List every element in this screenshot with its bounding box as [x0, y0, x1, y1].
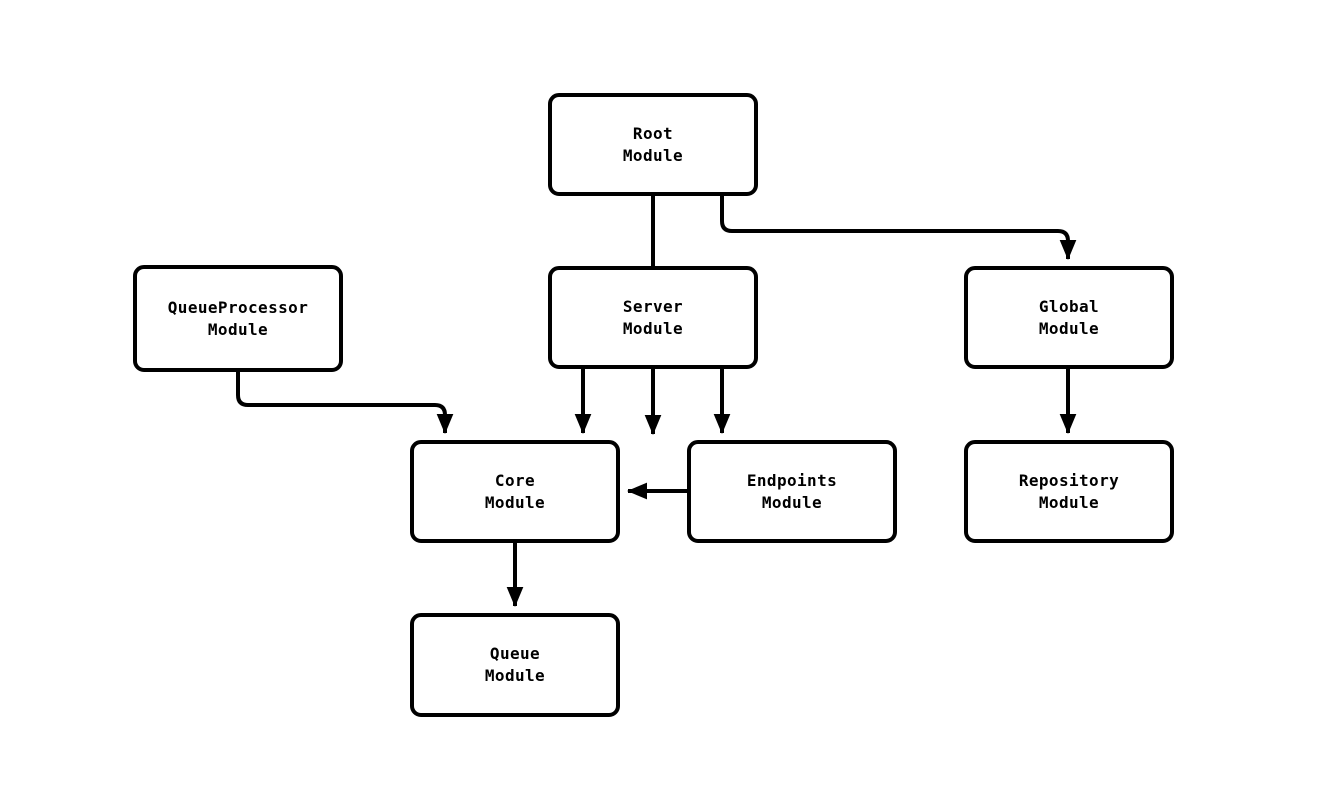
node-endpoints-module[interactable]: Endpoints Module: [687, 440, 897, 543]
node-repository-module-title: Repository: [1018, 470, 1120, 490]
edge-root-to-global: [720, 196, 1077, 261]
node-root-module[interactable]: Root Module: [548, 93, 758, 196]
node-server-module[interactable]: Server Module: [548, 266, 758, 369]
node-server-module-title: Server: [622, 296, 684, 316]
node-global-module-subtitle: Module: [1038, 318, 1100, 338]
node-global-module[interactable]: Global Module: [964, 266, 1174, 369]
node-core-module-subtitle: Module: [484, 492, 546, 512]
node-global-module-title: Global: [1038, 296, 1100, 316]
node-queue-module-subtitle: Module: [484, 666, 546, 685]
node-queue-module[interactable]: Queue Module: [410, 613, 620, 717]
node-root-module-subtitle: Module: [622, 145, 684, 165]
node-queueprocessor-module-title: QueueProcessor: [167, 297, 309, 317]
node-repository-module-subtitle: Module: [1038, 492, 1100, 512]
node-core-module-title: Core: [494, 470, 536, 490]
node-queueprocessor-module-subtitle: Module: [207, 319, 269, 339]
node-endpoints-module-title: Endpoints: [746, 470, 838, 490]
edge-queueprocessor-to-core: [236, 372, 454, 435]
node-queueprocessor-module[interactable]: QueueProcessor Module: [133, 265, 343, 372]
node-core-module[interactable]: Core Module: [410, 440, 620, 543]
node-queue-module-title: Queue: [489, 644, 541, 663]
node-repository-module[interactable]: Repository Module: [964, 440, 1174, 543]
node-server-module-subtitle: Module: [622, 318, 684, 338]
node-root-module-title: Root: [632, 123, 674, 143]
node-endpoints-module-subtitle: Module: [761, 492, 823, 512]
